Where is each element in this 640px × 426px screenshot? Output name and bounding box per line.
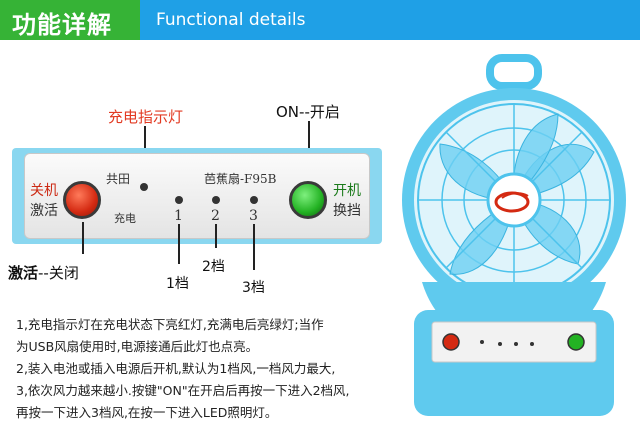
gear1-led <box>175 196 183 204</box>
header-green-block <box>0 0 140 40</box>
off-pointer-line <box>82 222 84 254</box>
gear1-pointer-line <box>178 224 180 264</box>
fan-mini-panel <box>431 321 597 363</box>
gear2-led <box>212 196 220 204</box>
gear3-pointer-line <box>253 224 255 270</box>
gear3-led <box>250 196 258 204</box>
on-label: ON--开启 <box>276 103 340 121</box>
model-text: 芭蕉扇-F95B <box>204 172 277 186</box>
off-button[interactable] <box>63 181 101 219</box>
gear2-callout: 2档 <box>202 259 225 275</box>
fan-mini-led <box>514 342 518 346</box>
charge-text: 充电 <box>114 212 136 225</box>
header-title-en: Functional details <box>156 10 306 30</box>
charge-indicator-led <box>140 183 148 191</box>
fan-logo-icon <box>501 192 529 199</box>
off-text-line1: 关机 <box>30 183 58 199</box>
brand-text: 共田 <box>106 172 131 186</box>
gear3-number: 3 <box>249 208 258 224</box>
off-text-line2: 激活 <box>30 203 58 219</box>
charge-indicator-label: 充电指示灯 <box>108 108 184 126</box>
description-line-1: 1,充电指示灯在充电状态下亮红灯,充满电后亮绿灯;当作 <box>16 317 324 332</box>
fan-illustration <box>402 54 626 416</box>
fan-hub <box>486 172 542 228</box>
off-callout-rest: --关闭 <box>38 264 79 282</box>
description: 1,充电指示灯在充电状态下亮红灯,充满电后亮绿灯;当作 为USB风扇使用时,电源… <box>16 314 416 424</box>
fan-handle <box>486 54 542 90</box>
gear1-number: 1 <box>174 208 183 224</box>
gear3-callout: 3档 <box>242 280 265 296</box>
on-text-line2: 换挡 <box>333 203 361 219</box>
fan-mini-led <box>498 342 502 346</box>
fan-mini-led <box>480 340 484 344</box>
header-blue-block <box>140 0 640 40</box>
off-callout: 激活--关闭 <box>8 262 79 283</box>
description-line-3: 2,装入电池或插入电源后开机,默认为1档风,一档风力最大, <box>16 361 336 376</box>
description-line-2: 为USB风扇使用时,电源接通后此灯也点亮。 <box>16 339 259 354</box>
fan-mini-led <box>530 342 534 346</box>
gear1-callout: 1档 <box>166 276 189 292</box>
fan-mini-on-button <box>567 333 585 351</box>
fan-mini-off-button <box>442 333 460 351</box>
fan-neck <box>422 282 606 318</box>
gear2-number: 2 <box>211 208 220 224</box>
on-button[interactable] <box>289 181 327 219</box>
gear2-pointer-line <box>215 224 217 248</box>
on-text-line1: 开机 <box>333 183 361 199</box>
header-title-cn: 功能详解 <box>12 11 112 39</box>
description-line-5: 再按一下进入3档风,在按一下进入LED照明灯。 <box>16 405 278 420</box>
off-callout-bold: 激活 <box>8 264 39 282</box>
description-line-4: 3,依次风力越来越小.按键"ON"在开启后再按一下进入2档风, <box>16 383 350 398</box>
